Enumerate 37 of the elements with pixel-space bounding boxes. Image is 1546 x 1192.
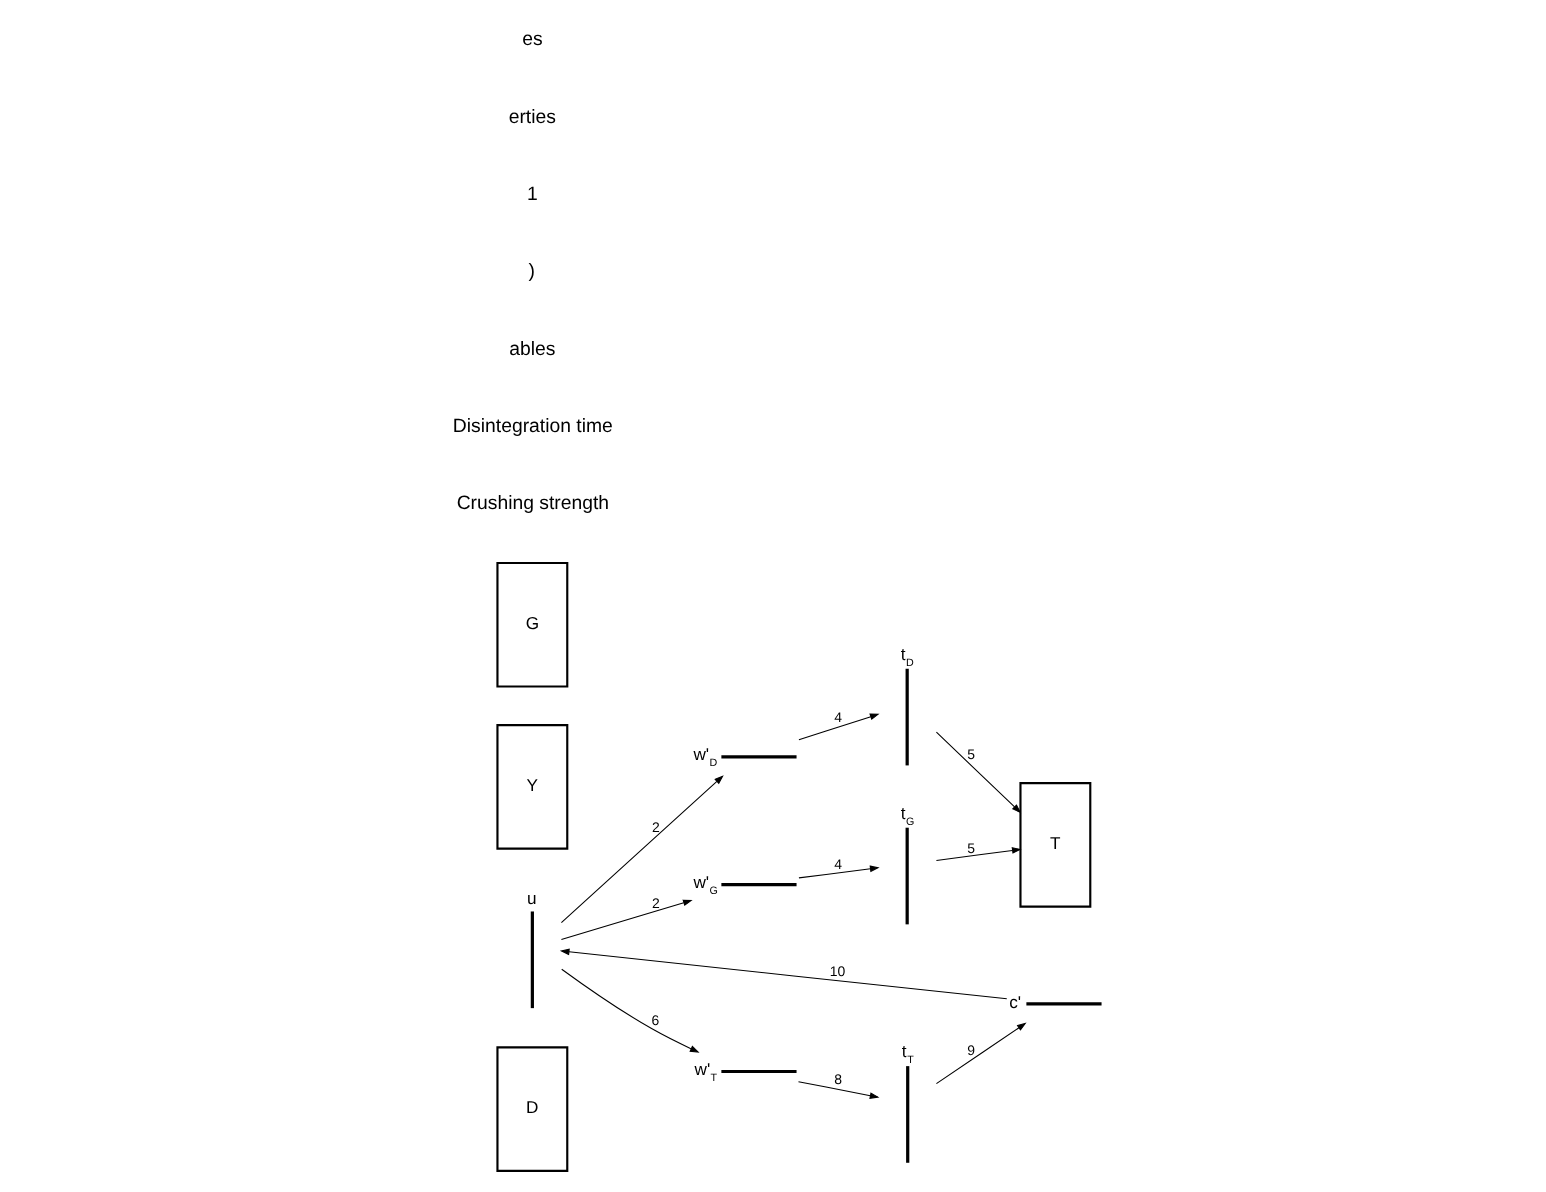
- node-box: [904, 827, 908, 925]
- arrow: [560, 968, 699, 1053]
- node-label: t$_{D}$: [899, 643, 913, 670]
- arrow: [934, 731, 1021, 814]
- node-box: [720, 883, 796, 887]
- node-box: [905, 1066, 909, 1163]
- arrow: [934, 847, 1021, 862]
- node-box: T: [1018, 782, 1091, 908]
- label: Crushing strength: [455, 493, 609, 516]
- arrow: [558, 948, 1007, 1000]
- node-box: [720, 1069, 796, 1074]
- label: ables: [508, 338, 555, 361]
- node-label: t$_{T}$: [900, 1041, 913, 1068]
- node-box: [1025, 1002, 1101, 1006]
- node-label: w'$_{G}$: [692, 871, 717, 898]
- node-label: u: [525, 887, 536, 908]
- label: Disintegration time: [451, 415, 612, 438]
- node-label: w'$_{T}$: [693, 1058, 717, 1085]
- node-box: [720, 755, 796, 759]
- arrow: [797, 713, 879, 741]
- arrow: [559, 775, 723, 924]
- arrow: [796, 1081, 879, 1099]
- node-box: G: [495, 561, 568, 688]
- node-box: Y: [495, 724, 568, 850]
- arrow: [559, 899, 692, 941]
- node-label: t$_{G}$: [899, 802, 914, 829]
- node-label: w'$_{D}$: [692, 743, 717, 770]
- label: es: [521, 29, 542, 52]
- arrow: [934, 1022, 1026, 1085]
- node-box: [529, 911, 533, 1009]
- node-box: [904, 668, 908, 766]
- node-label: c': [1008, 991, 1021, 1012]
- label: ): [527, 261, 535, 284]
- arrow: [797, 865, 879, 879]
- label: erties: [507, 106, 555, 129]
- node-box: D: [495, 1046, 568, 1172]
- label: 1: [525, 183, 537, 206]
